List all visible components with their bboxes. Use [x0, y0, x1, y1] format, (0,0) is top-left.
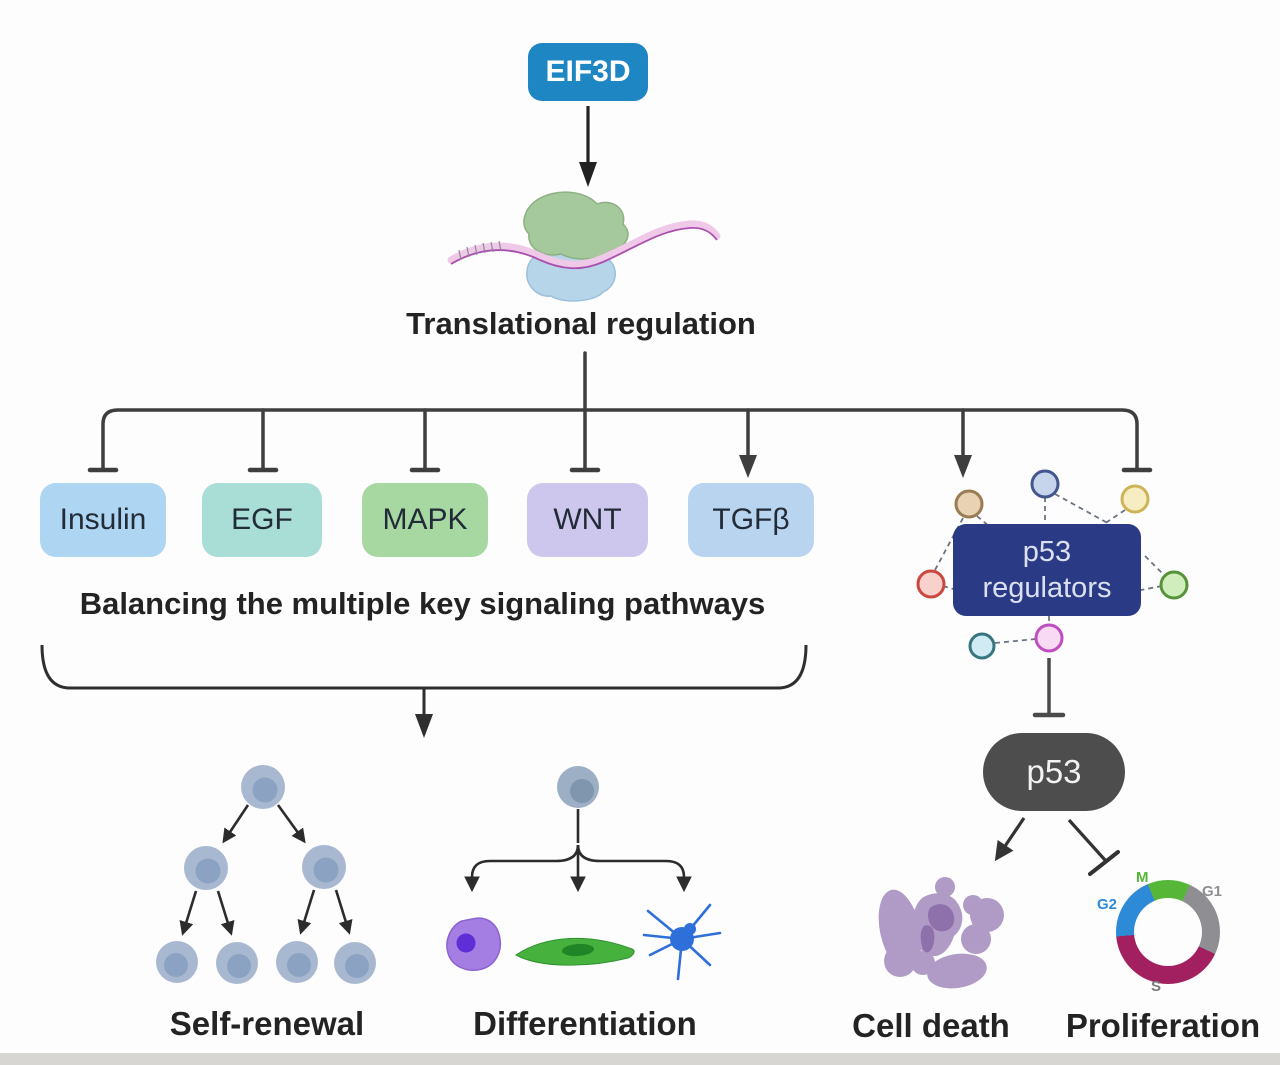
ribosome-large-subunit — [523, 191, 629, 260]
arrow-eif3d-to-ribosome-icon — [579, 106, 597, 187]
division-arrows — [179, 804, 353, 936]
pathway-label: TGFβ — [712, 503, 790, 536]
regulator-circle-green — [1159, 570, 1189, 600]
mrna-strand — [447, 220, 721, 268]
balancing-label: Balancing the multiple key signaling pat… — [79, 586, 766, 621]
pathway-node-insulin: Insulin — [40, 483, 166, 557]
p53-output-arrows — [994, 817, 1120, 876]
regulator-circle-red — [916, 569, 946, 599]
proliferation-label: Proliferation — [1065, 1007, 1261, 1044]
mrna-strand-edge — [450, 227, 718, 270]
differentiated-cell-neuron — [642, 903, 722, 981]
cell-death-icon — [878, 877, 1004, 989]
pathway-label: WNT — [553, 503, 622, 536]
self-renewal-label: Self-renewal — [169, 1005, 365, 1042]
stem-cells — [156, 765, 376, 984]
cycle-label-m: M — [1136, 869, 1149, 886]
cycle-label-s: S — [1151, 978, 1162, 995]
cycle-label-g1: G1 — [1202, 883, 1223, 900]
pathway-label: MAPK — [382, 503, 468, 536]
pathway-node-wnt: WNT — [527, 483, 648, 557]
regulator-circle-tan — [954, 489, 984, 519]
differentiated-cell-spindle — [515, 937, 635, 966]
eif3d-node: EIF3D — [528, 43, 648, 101]
activation-arrowheads — [739, 455, 972, 478]
figure-bottom-border — [0, 1053, 1280, 1065]
cell-cycle-donut — [1116, 880, 1220, 984]
differentiation-icon — [446, 766, 722, 981]
bracket-connector — [40, 644, 808, 738]
pathway-label: EGF — [231, 503, 293, 536]
pathway-node-tgfb: TGFβ — [688, 483, 814, 557]
pathway-label: Insulin — [59, 503, 147, 536]
regulator-circle-yellow — [1120, 484, 1150, 514]
p53-regulators-line2: regulators — [982, 572, 1112, 604]
pathway-node-egf: EGF — [202, 483, 322, 557]
branch-connector-lines — [87, 351, 1153, 478]
regulator-circle-blue — [1030, 469, 1060, 499]
differentiation-arrows — [464, 809, 692, 893]
cell-death-label: Cell death — [852, 1007, 1010, 1044]
mrna-tick-marks — [458, 240, 502, 261]
p53-regulators-node: p53 regulators — [953, 524, 1141, 616]
pathway-node-mapk: MAPK — [362, 483, 488, 557]
p53-label: p53 — [1026, 753, 1082, 790]
donut-hole — [1134, 898, 1202, 966]
differentiated-cell-purple — [446, 917, 502, 971]
eif3d-label: EIF3D — [545, 55, 631, 88]
cycle-label-g2: G2 — [1097, 896, 1118, 913]
self-renewal-tree-icon — [156, 765, 376, 984]
ribosome-mrna-icon — [447, 191, 721, 302]
regulator-circle-magenta — [1034, 623, 1064, 653]
differentiation-label: Differentiation — [473, 1005, 697, 1042]
p53-node: p53 — [983, 733, 1125, 811]
regulator-circles — [916, 469, 1189, 660]
translational-regulation-label: Translational regulation — [406, 306, 756, 341]
regulator-circle-cyan — [968, 632, 996, 660]
p53-regulators-line1: p53 — [1022, 536, 1072, 568]
